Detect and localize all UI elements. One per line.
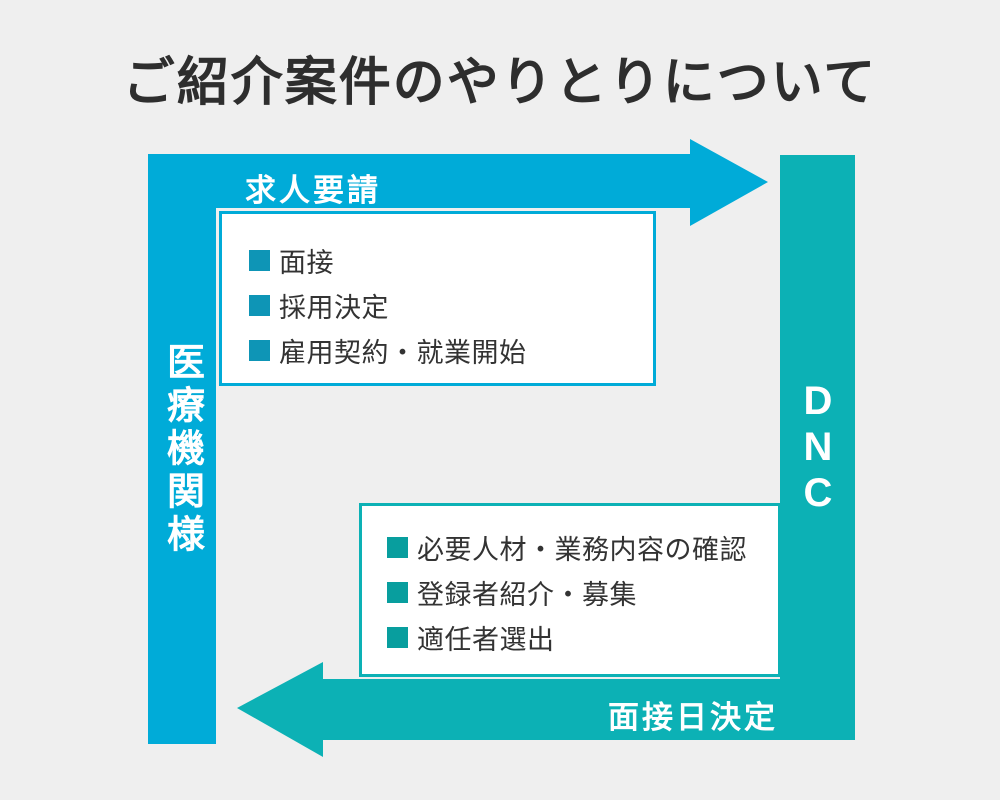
list-item-label: 登録者紹介・募集 <box>417 580 637 610</box>
actor-label-medical-institution: 医療機関様 <box>160 341 203 557</box>
left-arrowhead-icon <box>237 662 323 757</box>
list-item: 必要人材・業務内容の確認 <box>387 525 778 570</box>
square-bullet-icon <box>249 250 270 271</box>
checklist-box-hiring-steps: 面接 採用決定 雇用契約・就業開始 <box>219 211 656 386</box>
list-item: 採用決定 <box>249 283 653 328</box>
list-item: 面接 <box>249 238 653 283</box>
list-item: 登録者紹介・募集 <box>387 570 778 615</box>
checklist-box-dnc-steps: 必要人材・業務内容の確認 登録者紹介・募集 適任者選出 <box>359 503 781 677</box>
list-item-label: 採用決定 <box>279 293 389 323</box>
list-item-label: 必要人材・業務内容の確認 <box>417 535 747 565</box>
square-bullet-icon <box>249 340 270 361</box>
list-item: 適任者選出 <box>387 615 778 660</box>
bottom-arrow-shaft <box>322 679 855 740</box>
list-item-label: 雇用契約・就業開始 <box>279 338 527 368</box>
square-bullet-icon <box>387 627 408 648</box>
actor-label-dnc: DNC <box>796 378 840 517</box>
actor-bar-dnc: DNC <box>780 155 855 740</box>
top-arrow-shaft <box>148 154 690 208</box>
list-item-label: 適任者選出 <box>417 625 555 655</box>
square-bullet-icon <box>387 537 408 558</box>
actor-bar-medical-institution: 医療機関様 <box>148 154 216 744</box>
page-title: ご紹介案件のやりとりについて <box>122 55 878 112</box>
list-item-label: 面接 <box>279 248 334 278</box>
square-bullet-icon <box>387 582 408 603</box>
right-arrowhead-icon <box>690 139 768 226</box>
top-arrow-label: 求人要請 <box>245 173 381 208</box>
square-bullet-icon <box>249 295 270 316</box>
list-item: 雇用契約・就業開始 <box>249 328 653 373</box>
bottom-arrow-label: 面接日決定 <box>608 700 778 735</box>
